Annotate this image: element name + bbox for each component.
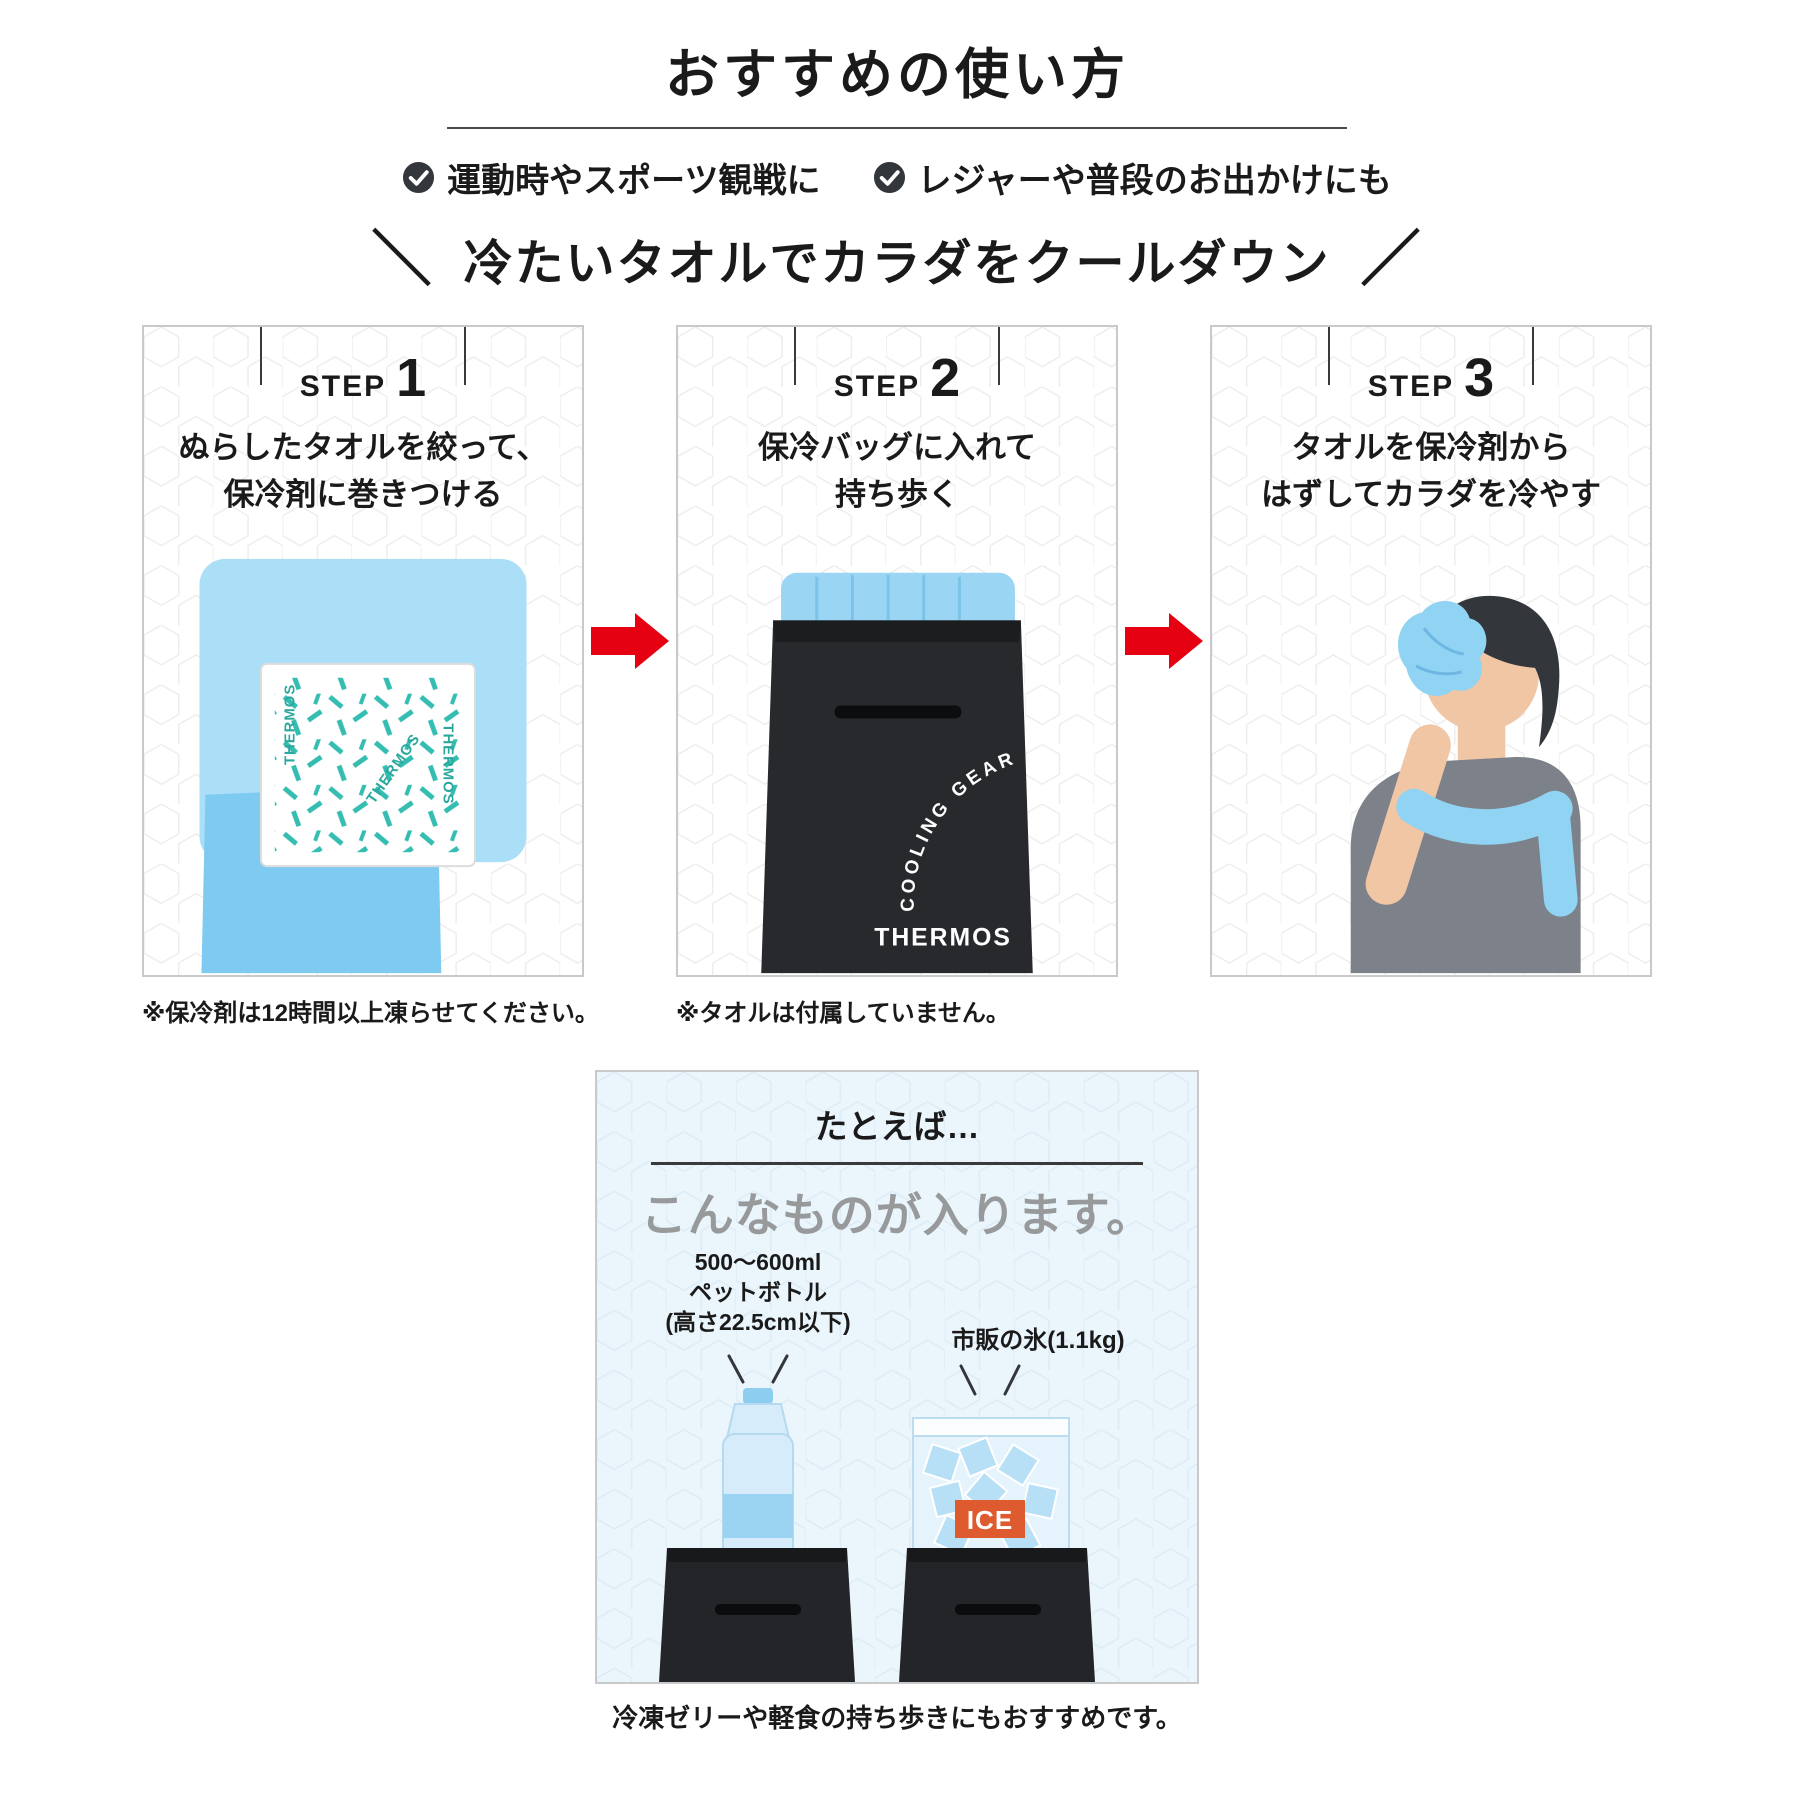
arrow-right-icon xyxy=(591,613,669,669)
ice-bag: ICE xyxy=(912,1417,1070,1583)
step-number: 2 xyxy=(930,348,961,408)
step-3-description: タオルを保冷剤から はずしてカラダを冷やす xyxy=(1260,430,1602,512)
towel-icepack-illustration: THERMOS THERMOS THERMOS xyxy=(199,558,527,974)
step-label: STEP xyxy=(299,370,387,403)
step-1-header: STEP 1 xyxy=(144,327,582,405)
bullet-leisure: レジャーや普段のお出かけにも xyxy=(873,153,1392,202)
example-caption: 冷凍ゼリーや軽食の持ち歩きにもおすすめです。 xyxy=(612,1703,1182,1733)
ice-bag-label: ICE xyxy=(967,1505,1013,1535)
ice-pointer xyxy=(959,1364,1021,1396)
bag-brand-text: THERMOS xyxy=(874,924,1012,951)
example-section: たとえば… こんなものが入ります。 500〜600ml ペットボトル (高さ22… xyxy=(595,1070,1199,1735)
example-big-text: こんなものが入ります。 xyxy=(640,1189,1154,1241)
step-2-box: STEP 2 保冷バッグに入れて 持ち歩く xyxy=(676,325,1118,977)
bullet-leisure-label: レジャーや普段のお出かけにも xyxy=(917,162,1392,200)
step-3-header: STEP 3 xyxy=(1212,327,1650,405)
arrow-right-icon xyxy=(1125,613,1203,669)
step-label: STEP xyxy=(833,370,921,403)
step-2-description: 保冷バッグに入れて 持ち歩く xyxy=(757,430,1037,512)
step-tick-right xyxy=(998,327,1000,385)
step-2-column: STEP 2 保冷バッグに入れて 持ち歩く xyxy=(676,325,1118,1028)
title-underline xyxy=(447,127,1347,129)
contents-illustration: ICE xyxy=(659,1354,1095,1682)
ice-pack: THERMOS THERMOS THERMOS xyxy=(259,662,476,868)
example-heading: たとえば… xyxy=(814,1108,980,1145)
step-1-box: STEP 1 ぬらしたタオルを絞って、 保冷剤に巻きつける xyxy=(142,325,584,977)
page-title: おすすめの使い方 xyxy=(665,45,1129,105)
ice-bag-cooler xyxy=(899,1548,1095,1682)
example-box: たとえば… こんなものが入ります。 500〜600ml ペットボトル (高さ22… xyxy=(595,1070,1199,1684)
bullet-sports: 運動時やスポーツ観戦に xyxy=(402,153,821,202)
ice-pack-brand-text: THERMOS xyxy=(283,684,299,765)
step-number: 3 xyxy=(1464,348,1495,408)
ice-pack-brand-text: THERMOS xyxy=(439,723,455,804)
bottle-pointer xyxy=(727,1354,789,1384)
person-cooling-illustration xyxy=(1350,595,1581,974)
step-2-note: ※タオルは付属していません。 xyxy=(676,1000,1010,1027)
tagline-text: 冷たいタオルでカラダをクールダウン xyxy=(463,237,1331,291)
cooling-bag: COOLING GEAR THERMOS xyxy=(761,620,1033,974)
step-1-column: STEP 1 ぬらしたタオルを絞って、 保冷剤に巻きつける xyxy=(142,325,599,1028)
cooling-bag-illustration: COOLING GEAR THERMOS xyxy=(761,572,1033,974)
usage-bullets: 運動時やスポーツ観戦に レジャーや普段のお出かけにも xyxy=(0,153,1794,202)
step-3-column: STEP 3 タオルを保冷剤から はずしてカラダを冷やす xyxy=(1210,325,1652,977)
tagline-left-slash: ＼ xyxy=(371,225,434,293)
step-tick-left xyxy=(1328,327,1330,385)
check-icon xyxy=(403,161,435,194)
check-icon xyxy=(873,161,905,194)
step-number: 1 xyxy=(396,348,427,408)
bottle-bag xyxy=(659,1548,855,1682)
bottle-label: 500〜600ml ペットボトル (高さ22.5cm以下) xyxy=(665,1249,851,1335)
step-1-note: ※保冷剤は12時間以上凍らせてください。 xyxy=(142,1000,599,1027)
step-tick-left xyxy=(794,327,796,385)
steps-row: STEP 1 ぬらしたタオルを絞って、 保冷剤に巻きつける xyxy=(0,325,1794,1028)
step-3-box: STEP 3 タオルを保冷剤から はずしてカラダを冷やす xyxy=(1210,325,1652,977)
step-tick-right xyxy=(464,327,466,385)
tagline-right-slash: ／ xyxy=(1360,225,1423,293)
bullet-sports-label: 運動時やスポーツ観戦に xyxy=(447,162,821,200)
step-1-description: ぬらしたタオルを絞って、 保冷剤に巻きつける xyxy=(178,430,548,512)
example-underline xyxy=(651,1162,1143,1165)
step-label: STEP xyxy=(1367,370,1455,403)
step-tick-right xyxy=(1532,327,1534,385)
step-2-header: STEP 2 xyxy=(678,327,1116,405)
person xyxy=(1350,595,1581,974)
ice-label-text: 市販の氷(1.1kg) xyxy=(951,1327,1125,1354)
tagline: ＼ 冷たいタオルでカラダをクールダウン ／ xyxy=(0,224,1794,295)
step-tick-left xyxy=(260,327,262,385)
